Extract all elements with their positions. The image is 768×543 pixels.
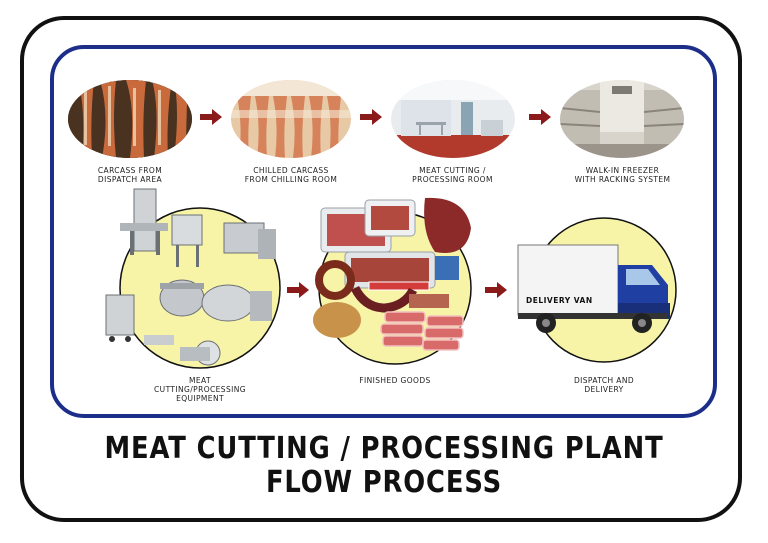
arrow-right-icon <box>360 109 382 125</box>
chilled-carcass-image <box>231 80 351 158</box>
finished-goods-image <box>305 192 485 372</box>
cutting-room-image <box>391 80 515 158</box>
stage-caption-goods: Finished Goods <box>359 376 431 385</box>
arrow-right-icon <box>529 109 551 125</box>
stage-caption-equipment: Meat Cutting/Processing Equipment <box>154 376 246 403</box>
delivery-van-image: DELIVERY VAN <box>514 205 684 370</box>
arrow-right-icon <box>287 282 309 298</box>
arrow-right-icon <box>485 282 507 298</box>
diagram-title-line1: MEAT CUTTING / PROCESSING PLANT <box>104 431 664 466</box>
stage-caption-carcass: Carcass from Dispatch Area <box>97 166 163 184</box>
diagram-title-line2: FLOW PROCESS <box>265 465 503 500</box>
stage-caption-chilled: Chilled Carcass from Chilling Room <box>244 166 338 184</box>
stage-caption-cutting: Meat Cutting / Processing Room <box>412 166 493 184</box>
van-label: DELIVERY VAN <box>526 296 593 305</box>
stage-caption-dispatch: Dispatch and Delivery <box>573 376 635 394</box>
stage-caption-freezer: Walk-in Freezer with Racking System <box>574 166 671 184</box>
inner-frame <box>50 45 717 418</box>
equipment-image <box>100 183 290 373</box>
arrow-right-icon <box>200 109 222 125</box>
freezer-image <box>560 80 684 158</box>
carcass-image <box>68 80 192 158</box>
